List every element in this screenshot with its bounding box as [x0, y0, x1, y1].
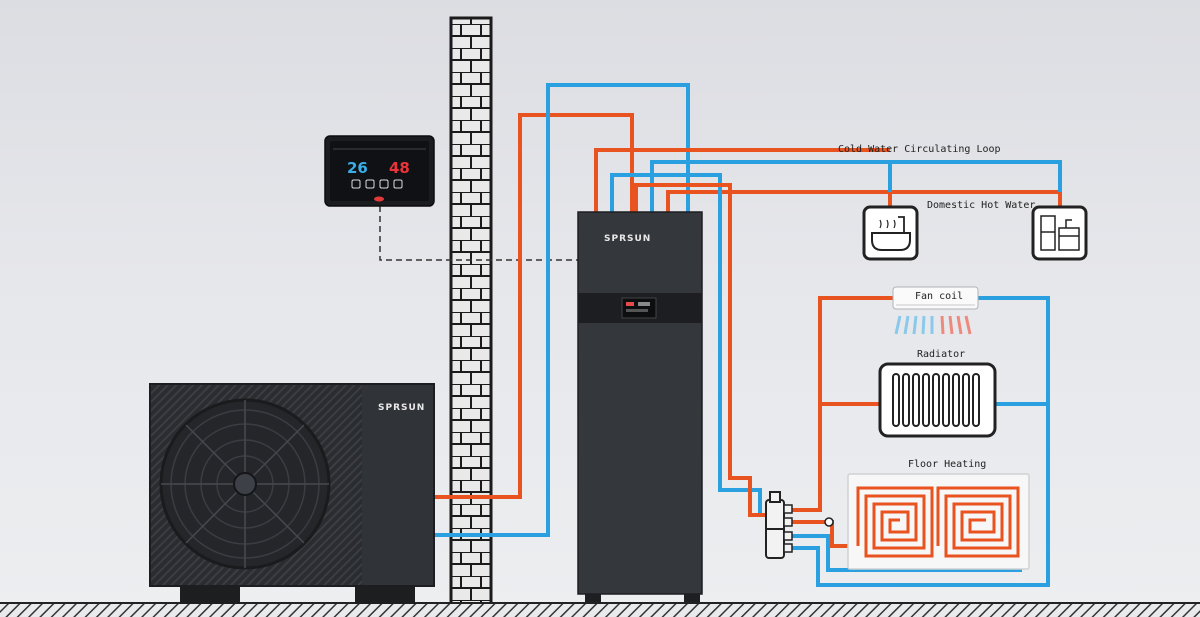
indoor-unit [577, 211, 703, 602]
fan-coil-unit [892, 286, 979, 335]
outdoor-unit-logo: SPRSUN [378, 403, 426, 413]
label-cold-water-loop: Cold Water Circulating Loop [838, 144, 1001, 155]
kitchen-icon [1040, 215, 1080, 251]
bathtub-icon [871, 232, 911, 251]
label-domestic-hot-water: Domestic Hot Water [927, 200, 1036, 211]
label-floor-heating: Floor Heating [908, 459, 987, 470]
label-radiator: Radiator [917, 349, 966, 360]
warm-airflow-icon [940, 315, 972, 335]
hot-pipe-heating-supply [634, 183, 768, 517]
floor-heating-coil-icon [856, 486, 1020, 558]
hot-pipe-outdoor-loop [435, 113, 634, 499]
controller-temp-right: 48 [389, 159, 410, 177]
cold-pipe-outdoor-loop [435, 83, 690, 537]
indoor-unit-logo: SPRSUN [604, 234, 652, 244]
pump-icon [824, 517, 834, 527]
hot-pipe-floor [788, 520, 852, 548]
controller-power-indicator [374, 196, 384, 202]
kitchen-fixture [1031, 205, 1088, 261]
cold-pipe-heating-supply [610, 173, 762, 515]
hot-pipe-dhw-main [666, 190, 1062, 212]
outdoor-heat-pump-unit [149, 383, 435, 604]
cold-pipe-fancoil [788, 296, 1050, 587]
controller-wire [379, 206, 580, 261]
manifold [765, 491, 834, 559]
bathtub-fixture [862, 205, 919, 261]
controller-temp-left: 26 [347, 159, 368, 177]
ground [0, 602, 1200, 617]
pipes [435, 83, 1062, 587]
radiator-fins-icon [892, 373, 980, 427]
cold-pipe-floor [788, 534, 1022, 572]
label-fan-coil: Fan coil [915, 291, 964, 302]
brick-wall [449, 16, 493, 610]
hot-pipe-dhw-supply [594, 148, 890, 212]
wall-controller [324, 135, 435, 207]
shower-head-icon [898, 216, 905, 232]
controller-mode-icons [351, 179, 403, 189]
indoor-unit-screen [621, 297, 657, 319]
floor-heating-panel [847, 473, 1030, 570]
cold-airflow-icon [894, 315, 934, 335]
radiator-unit [878, 362, 997, 438]
